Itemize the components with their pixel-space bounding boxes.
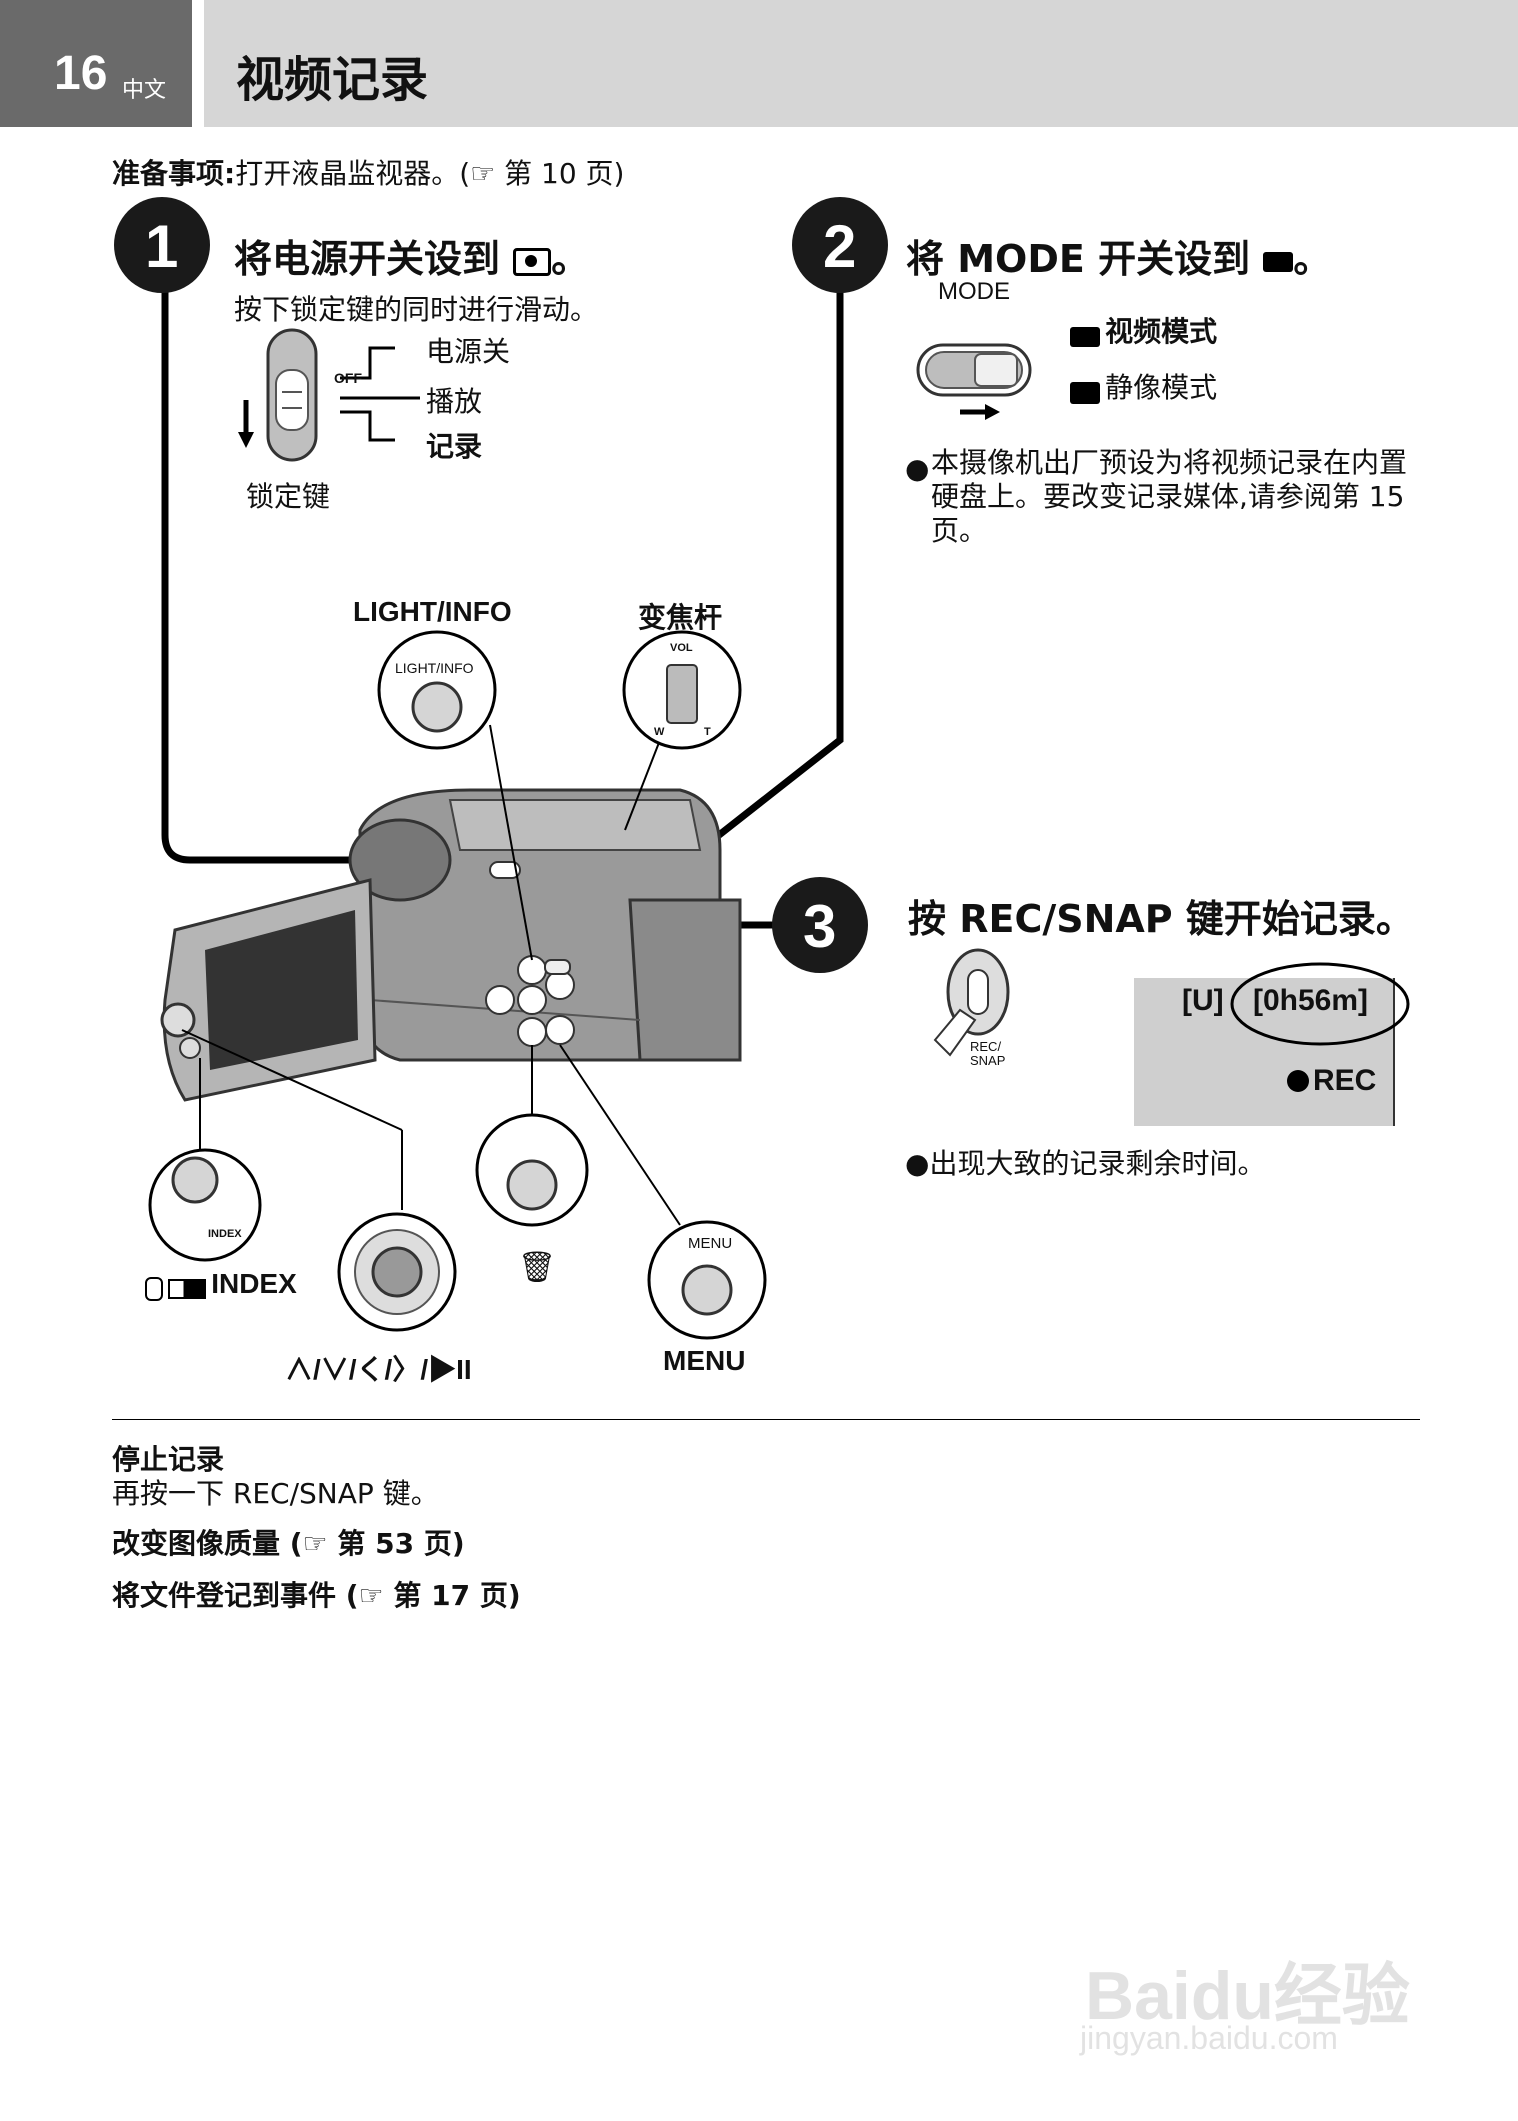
step2-number: 2 — [823, 213, 857, 280]
zoom-t-label: T — [704, 726, 711, 738]
mode-switch-label: MODE — [938, 278, 1010, 305]
header-title-block — [204, 0, 1518, 127]
option-record: 记录 — [426, 430, 483, 463]
step2-note: ●本摄像机出厂预设为将视频记录在内置硬盘上。要改变记录媒体,请参阅第 15 页。 — [905, 446, 1408, 547]
illustration — [112, 197, 1420, 1420]
rec-display — [1134, 962, 1410, 1126]
hdd-icon — [145, 1276, 163, 1301]
option-power-off: 电源关 — [426, 335, 511, 368]
image-quality-link: 改变图像质量 (☞ 第 53 页) — [112, 1527, 465, 1560]
step1-badge — [114, 197, 210, 293]
stop-recording-title: 停止记录 — [112, 1443, 225, 1476]
rec-snap-illustration — [933, 948, 1010, 1057]
switch-off-mark: OFF — [334, 370, 362, 386]
stop-recording-text: 再按一下 REC/SNAP 键。 — [112, 1477, 439, 1510]
callout-leaders — [181, 724, 681, 1226]
remaining-time: [0h56m] — [1253, 984, 1369, 1017]
page-number: 16 — [54, 47, 108, 100]
step1-number: 1 — [145, 213, 179, 280]
section-title: 视频记录 — [236, 52, 429, 108]
menu-callout — [647, 1220, 767, 1340]
step3-note: ●出现大致的记录剩余时间。 — [905, 1147, 1266, 1180]
still-camera-icon — [1070, 381, 1100, 404]
step1-title: 将电源开关设到 。 — [234, 237, 590, 281]
delete-icon: 🗑 — [518, 1250, 557, 1285]
step1-connector-line — [161, 290, 495, 864]
mode-still-row: 静像模式 — [1070, 366, 1217, 406]
language-label: 中文 — [122, 78, 167, 103]
light-info-small-label: LIGHT/INFO — [395, 660, 474, 676]
preparation-label: 准备事项: — [112, 157, 236, 190]
zoom-w-label: W — [654, 726, 665, 738]
header-page-block — [0, 0, 192, 127]
light-info-label: LIGHT/INFO — [353, 596, 512, 627]
zoom-lever-callout — [622, 630, 742, 750]
watermark-url: jingyan.baidu.com — [1080, 2020, 1338, 2056]
step1-subtitle: 按下锁定键的同时进行滑动。 — [234, 293, 599, 326]
zoom-vol-label: VOL — [670, 642, 693, 654]
nav-joystick-callout — [337, 1212, 457, 1332]
camcorder-body — [160, 788, 742, 1102]
menu-small-label: MENU — [688, 1235, 733, 1252]
lock-key-label: 锁定键 — [246, 480, 331, 513]
step2-title: 将 MODE 开关设到 。 — [906, 237, 1332, 281]
power-switch-illustration — [238, 328, 420, 462]
step3-title: 按 REC/SNAP 键开始记录。 — [908, 897, 1414, 941]
index-label-row: INDEX — [145, 1268, 297, 1301]
delete-callout — [475, 1113, 589, 1227]
step3-number: 3 — [803, 893, 837, 960]
preparation-line: 准备事项:打开液晶监视器。(☞ 第 10 页) — [112, 152, 624, 192]
event-registration-link: 将文件登记到事件 (☞ 第 17 页) — [112, 1579, 521, 1612]
nav-label: ∧/∨/く/〉/▶II — [285, 1354, 472, 1385]
mode-video-row: 视频模式 — [1070, 310, 1217, 350]
index-small-label: INDEX — [208, 1228, 242, 1240]
preparation-text: 打开液晶监视器。(☞ 第 10 页) — [235, 157, 625, 190]
step2-badge — [792, 197, 888, 293]
rec-indicator: REC — [1313, 1064, 1377, 1097]
option-playback: 播放 — [426, 385, 483, 418]
mode-switch-illustration — [916, 343, 1032, 420]
step3-badge — [772, 877, 868, 973]
index-callout — [148, 1148, 262, 1262]
media-indicator: [U] — [1182, 984, 1224, 1017]
video-camera-icon — [1263, 251, 1294, 272]
video-camera-icon — [1070, 326, 1100, 347]
light-info-callout — [377, 630, 497, 750]
watermark-brand: Baidu经验 — [1085, 1958, 1410, 2034]
zoom-lever-label: 变焦杆 — [638, 601, 723, 634]
rec-snap-small-label: REC/ SNAP — [970, 1039, 1006, 1068]
memory-card-icon — [168, 1278, 207, 1299]
menu-label: MENU — [663, 1345, 746, 1376]
record-mode-icon — [513, 247, 552, 276]
